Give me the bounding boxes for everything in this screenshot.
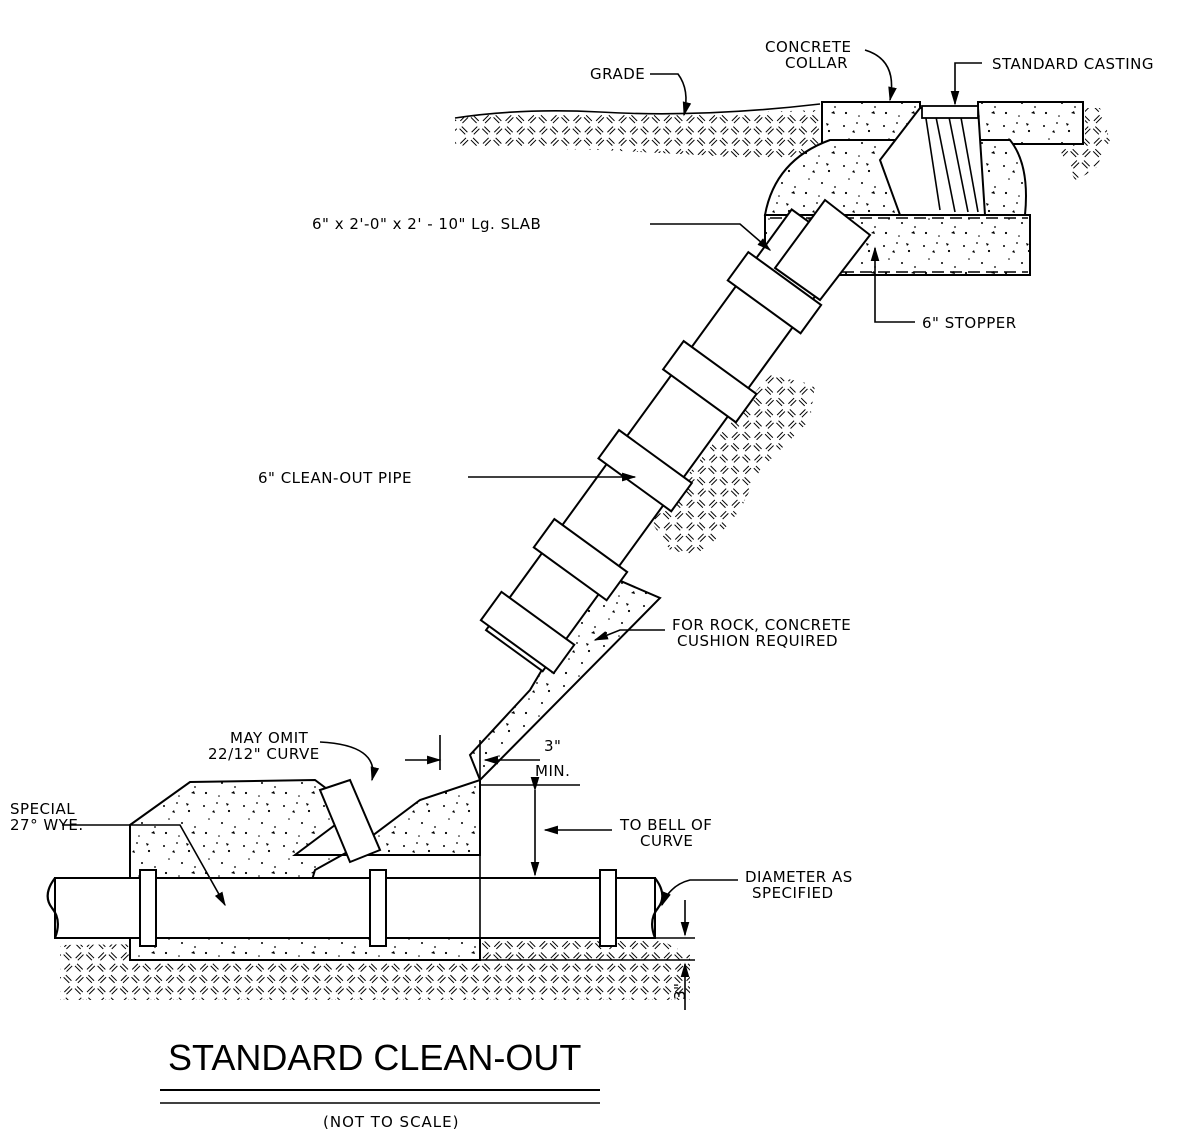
casting-top [921, 105, 979, 119]
label-may-omit-1: MAY OMIT [230, 729, 309, 747]
concrete-collar-right [977, 101, 1084, 145]
label-slab: 6" x 2'-0" x 2' - 10" Lg. SLAB [312, 215, 541, 233]
label-diameter-2: SPECIFIED [752, 884, 834, 902]
grade-line [454, 103, 821, 119]
pipe-joint-3 [599, 869, 617, 947]
label-concrete-collar-2: COLLAR [785, 54, 848, 72]
label-may-omit-2: 22/12" CURVE [208, 745, 320, 763]
main-pipe-right-break [651, 877, 664, 939]
label-clean-out-pipe: 6" CLEAN-OUT PIPE [258, 469, 412, 487]
wye-curve-bell [318, 778, 382, 864]
grade-earth-hatch [455, 110, 820, 160]
label-grade: GRADE [590, 65, 645, 83]
label-special-2: 27° WYE. [10, 816, 84, 834]
label-stopper: 6" STOPPER [922, 314, 1017, 332]
drawing-subtitle: (NOT TO SCALE) [323, 1113, 460, 1130]
clean-out-pipe [479, 208, 850, 675]
stopper [773, 198, 872, 302]
label-rock-2: CUSHION REQUIRED [677, 632, 838, 650]
main-pipe-left-break [46, 877, 59, 939]
label-min: MIN. [535, 762, 570, 780]
label-diameter-1: DIAMETER AS [745, 868, 853, 886]
label-concrete-collar-1: CONCRETE [765, 38, 852, 56]
label-standard-casting: STANDARD CASTING [992, 55, 1154, 73]
label-bottom-three-inch: 3" [671, 983, 689, 1000]
pipe-joint-2 [369, 869, 387, 947]
drawing-title: STANDARD CLEAN-OUT [168, 1037, 581, 1078]
side-earth-hatch [650, 375, 815, 555]
grade-earth-hatch-right [1060, 108, 1110, 180]
label-three-inch: 3" [544, 737, 561, 755]
label-to-bell-2: CURVE [640, 832, 693, 850]
pipe-joint-1 [139, 869, 157, 947]
label-special-1: SPECIAL [10, 800, 75, 818]
label-to-bell-1: TO BELL OF [619, 816, 712, 834]
label-rock-1: FOR ROCK, CONCRETE [672, 616, 851, 634]
